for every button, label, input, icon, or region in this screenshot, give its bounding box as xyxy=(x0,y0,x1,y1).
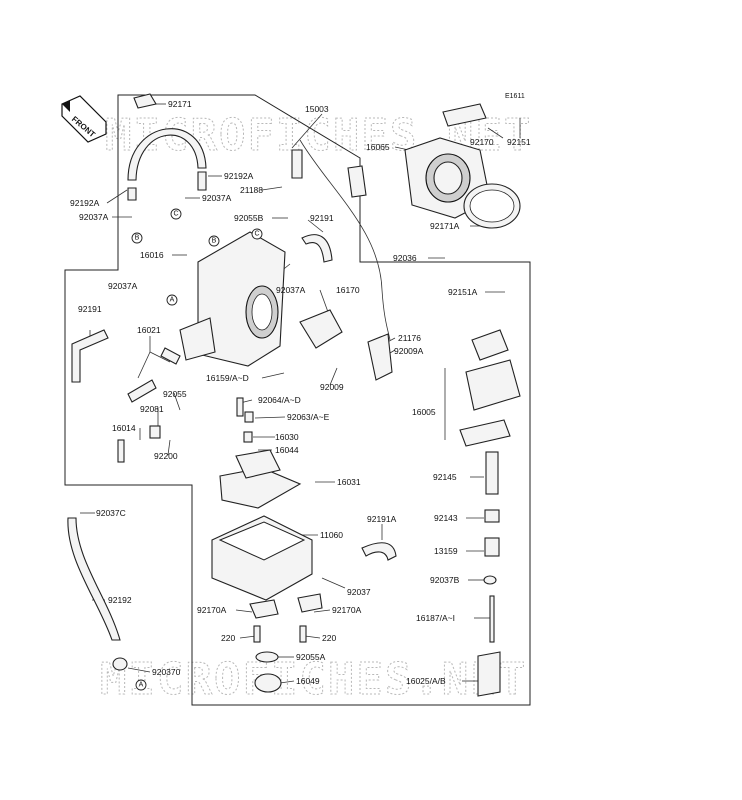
label-92200: 92200 xyxy=(154,451,178,461)
label-16031: 16031 xyxy=(337,477,361,487)
label-92055: 92055 xyxy=(163,389,187,399)
svg-text:B: B xyxy=(212,238,217,245)
label-15003: 15003 xyxy=(305,104,329,114)
label-92192A: 92192A xyxy=(224,171,254,181)
label-92191A: 92191A xyxy=(367,514,397,524)
label-92037C: 92037C xyxy=(96,508,126,518)
label-16005: 16005 xyxy=(412,407,436,417)
label-92171A: 92171A xyxy=(430,221,460,231)
label-92170A-left: 92170A xyxy=(197,605,227,615)
label-92064: 92064/A~D xyxy=(258,395,301,405)
label-92037A-2: 92037A xyxy=(202,193,232,203)
label-92170: 92170 xyxy=(470,137,494,147)
label-21176: 21176 xyxy=(398,333,421,343)
label-11060: 11060 xyxy=(320,530,343,540)
label-21188: 21188 xyxy=(240,185,263,195)
label-92037A-3: 92037A xyxy=(108,281,138,291)
label-92009: 92009 xyxy=(320,382,344,392)
label-92151: 92151 xyxy=(507,137,531,147)
label-92037A-1: 92037A xyxy=(79,212,109,222)
callout-c-upper: C xyxy=(170,208,182,220)
label-92192: 92192 xyxy=(108,595,132,605)
label-92037B: 92037B xyxy=(430,575,460,585)
front-arrow-icon: FRONT xyxy=(61,95,107,143)
callout-c-lower: C xyxy=(251,228,263,240)
label-92063: 92063/A~E xyxy=(287,412,330,422)
label-13159: 13159 xyxy=(434,546,458,556)
label-92081: 92081 xyxy=(140,404,164,414)
label-92037: 92037 xyxy=(347,587,371,597)
label-92191-left: 92191 xyxy=(78,304,102,314)
label-16044: 16044 xyxy=(275,445,299,455)
label-220-left: 220 xyxy=(221,633,235,643)
assembly-outline xyxy=(64,94,531,706)
label-920370: 920370 xyxy=(152,667,181,677)
label-92171: 92171 xyxy=(168,99,192,109)
label-92055A: 92055A xyxy=(296,652,326,662)
label-16025: 16025/A/B xyxy=(406,676,446,686)
svg-text:A: A xyxy=(139,682,144,689)
label-92143: 92143 xyxy=(434,513,458,523)
callout-b-upper: B xyxy=(131,232,143,244)
label-92151A: 92151A xyxy=(448,287,478,297)
svg-text:C: C xyxy=(173,211,178,218)
label-220-right: 220 xyxy=(322,633,336,643)
label-16021: 16021 xyxy=(137,325,161,335)
svg-text:C: C xyxy=(254,231,259,238)
watermark-bottom: MICROFICHES.NET xyxy=(100,654,527,705)
label-16065: 16065 xyxy=(366,142,390,152)
callout-a-lower: A xyxy=(135,679,147,691)
label-92191-top: 92191 xyxy=(310,213,334,223)
part-labels: 92171 15003 16065 92170 92151 92192A 921… xyxy=(70,99,531,686)
label-16170: 16170 xyxy=(336,285,360,295)
label-16049: 16049 xyxy=(296,676,320,686)
label-92036: 92036 xyxy=(393,253,417,263)
callout-b-lower: B xyxy=(208,235,220,247)
label-16016: 16016 xyxy=(140,250,164,260)
svg-text:A: A xyxy=(170,297,175,304)
label-92009A: 92009A xyxy=(394,346,424,356)
svg-text:B: B xyxy=(135,235,140,242)
label-16014: 16014 xyxy=(112,423,136,433)
label-92055B: 92055B xyxy=(234,213,264,223)
callout-a-upper: A xyxy=(166,294,178,306)
label-16159: 16159/A~D xyxy=(206,373,249,383)
label-16187: 16187/A~I xyxy=(416,613,455,623)
label-92192A-left: 92192A xyxy=(70,198,100,208)
label-16030: 16030 xyxy=(275,432,299,442)
label-92037A-4: 92037A xyxy=(276,285,306,295)
label-92145: 92145 xyxy=(433,472,457,482)
label-92170A-right: 92170A xyxy=(332,605,362,615)
diagram-reference: E1611 xyxy=(505,93,525,100)
parts-drawings xyxy=(67,93,521,697)
